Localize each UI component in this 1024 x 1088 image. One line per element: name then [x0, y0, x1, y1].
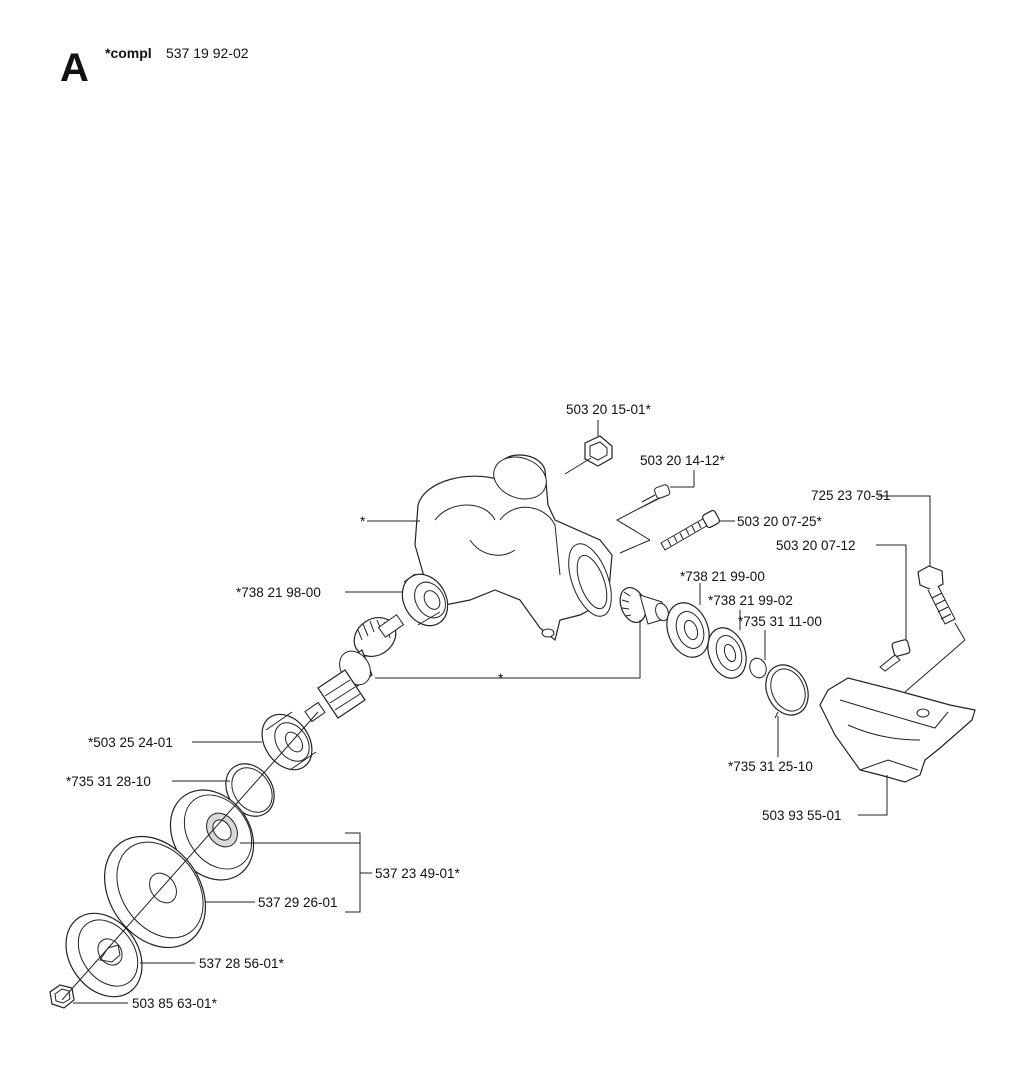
- label-small-screw: 503 20 14-12*: [640, 453, 726, 468]
- label-lower-bearing: *503 25 24-01: [88, 735, 173, 750]
- nut: [49, 984, 75, 1009]
- support-flange: [169, 789, 255, 881]
- large-circlip: [765, 664, 809, 719]
- small-screw: [641, 484, 671, 507]
- label-small-circlip: *735 31 11-00: [738, 614, 822, 629]
- small-circlip: [749, 657, 767, 679]
- compl-label: *compl: [105, 45, 152, 61]
- label-gear-star: *: [498, 671, 504, 686]
- guard-screw: [879, 639, 911, 672]
- label-guard-screw: 503 20 07-12: [776, 538, 856, 553]
- right-bearing-2: [707, 627, 747, 679]
- label-upper-bearing: *738 21 98-00: [236, 585, 321, 600]
- section-letter: A: [60, 46, 89, 90]
- right-bevel-gear: [619, 586, 669, 625]
- upper-bearing: [401, 573, 449, 627]
- label-plug: 503 20 15-01*: [566, 402, 652, 417]
- label-long-screw: 503 20 07-25*: [737, 514, 823, 529]
- label-flange-plate: 537 29 26-01: [258, 895, 338, 910]
- plug: [564, 435, 613, 475]
- label-large-circlip: *735 31 25-10: [728, 759, 813, 774]
- label-lower-circlip: *735 31 28-10: [66, 774, 151, 789]
- washer: [65, 912, 143, 998]
- assembly-axis: [61, 711, 319, 1001]
- label-nut: 503 85 63-01*: [132, 996, 218, 1011]
- lower-circlip: [225, 763, 275, 819]
- lower-bearing: [261, 711, 317, 771]
- label-washer: 537 28 56-01*: [199, 956, 285, 971]
- gear-housing: [414, 454, 613, 642]
- label-housing-star: *: [360, 514, 366, 529]
- compl-number: 537 19 92-02: [166, 45, 249, 61]
- long-screw: [660, 509, 721, 551]
- label-support-flange: 537 23 49-01*: [375, 866, 461, 881]
- bevel-gear-shaft: [304, 614, 405, 723]
- label-right-bearing-1: *738 21 99-00: [680, 569, 765, 584]
- label-hex-bolt: 725 23 70-51: [811, 488, 891, 503]
- right-bearing-1: [666, 602, 710, 658]
- label-right-bearing-2: *738 21 99-02: [708, 593, 793, 608]
- label-guard: 503 93 55-01: [762, 808, 842, 823]
- guard-cover: [819, 677, 976, 783]
- hex-bolt: [917, 565, 956, 625]
